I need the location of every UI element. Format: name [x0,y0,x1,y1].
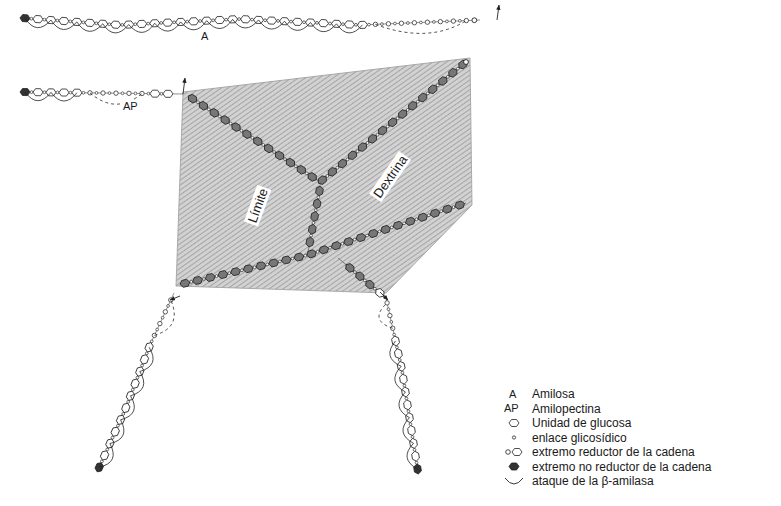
cleavage-arrow [170,296,180,300]
legend-text: extremo no reductor de la cadena [532,460,711,474]
legend-samples [505,420,523,485]
amylopectin-inner-chain [179,200,466,288]
legend-key: A [508,388,517,401]
legend-text: extremo reductor de la cadena [532,445,695,459]
cleavage-arrow [183,78,185,94]
amylopectin-outer-chain [338,258,422,475]
amylose-chain [20,14,480,33]
legend-key: AP [503,402,520,415]
legend-text: ataque de la β-amilasa [532,474,654,488]
region-outline [176,58,472,293]
amylopectin-outer-chain [20,88,183,104]
cleavage-arrow [497,5,499,20]
amylopectin-inner-chain [306,185,324,252]
cleavage-arrow [380,292,388,300]
chain-label: AP [122,100,139,113]
legend-text: Unidad de glucosa [532,416,631,430]
legend-text: Amilopectina [532,402,601,416]
amylopectin-outer-chain [94,293,174,473]
amylopectin-core-chain [186,93,320,183]
legend-text: enlace glicosídico [532,431,627,445]
legend-text: Amilosa [532,387,575,401]
amylopectin-main-chain [316,59,469,186]
chain-label: A [200,30,209,43]
